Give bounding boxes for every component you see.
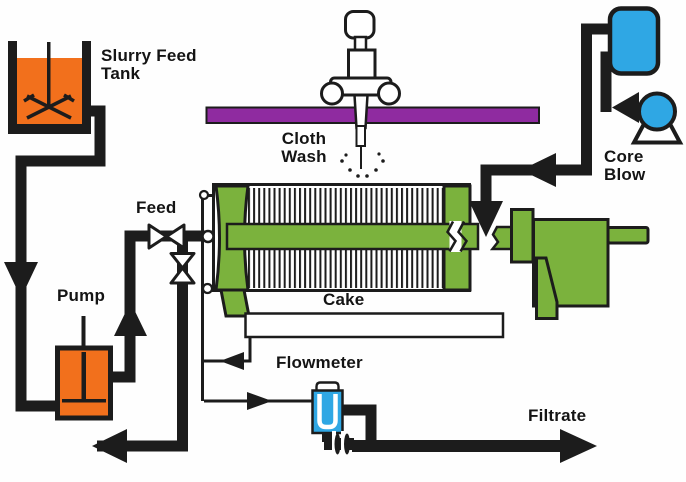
- core-blow-unit: [607, 6, 684, 145]
- flowmeter-u-tube: [317, 394, 338, 430]
- label-cloth-wash: Cloth Wash: [281, 129, 327, 166]
- label-pump: Pump: [57, 286, 106, 305]
- arrow-down-tank-line: [4, 262, 38, 298]
- spray-dots: [340, 152, 385, 178]
- air-receiver-vessel: [607, 6, 661, 76]
- trolley-wheel-right: [377, 81, 401, 106]
- drain-valve: [169, 252, 196, 285]
- arrow-down-core-blow: [469, 201, 503, 237]
- arrow-left-compressor: [612, 92, 639, 123]
- wash-nozzle: [353, 93, 369, 130]
- closing-ram: [489, 208, 650, 320]
- pump-rod: [81, 316, 86, 352]
- cloth-wash-rail: [205, 106, 540, 124]
- arrow-left-tray-drain: [220, 352, 244, 370]
- trolley-knob: [344, 10, 376, 40]
- pump-unit: [55, 316, 113, 421]
- wash-needle: [355, 125, 366, 147]
- ram-foot: [535, 256, 559, 320]
- flowmeter-cap: [315, 381, 340, 393]
- label-flowmeter: Flowmeter: [276, 353, 363, 372]
- ram-shaft: [606, 226, 650, 245]
- press-center-bar: [225, 222, 480, 251]
- label-slurry-feed-tank: Slurry Feed Tank: [101, 46, 197, 83]
- cloth-wash-trolley: [320, 10, 401, 178]
- feed-inlet-port: [201, 229, 215, 244]
- press-head-foot: [219, 288, 251, 318]
- pipe-network: [15, 23, 613, 452]
- plate-pack-bottom: [246, 249, 444, 288]
- frame-pin-bottom: [201, 282, 214, 295]
- filter-press: [198, 183, 480, 318]
- flowmeter-unit: [311, 381, 354, 456]
- label-filtrate: Filtrate: [528, 406, 587, 425]
- arrow-left-core-blow: [521, 153, 556, 187]
- union-fitting: [334, 433, 341, 455]
- plate-pack-top: [246, 188, 444, 224]
- trolley-body: [347, 48, 377, 81]
- feed-valve: [147, 223, 186, 250]
- arrow-right-to-flowmeter: [247, 392, 272, 410]
- ram-flange: [510, 208, 535, 264]
- ram-rod: [489, 225, 515, 251]
- agitator-shaft: [47, 42, 51, 108]
- label-cake: Cake: [323, 290, 365, 309]
- label-core-blow: Core Blow: [604, 147, 646, 184]
- label-feed: Feed: [136, 198, 177, 217]
- slurry-feed-tank: [8, 41, 91, 134]
- frame-pin-top: [198, 189, 210, 201]
- arrow-left-drain: [92, 429, 127, 463]
- trolley-wheel-left: [320, 81, 344, 106]
- arrow-up-pump-riser: [114, 302, 147, 336]
- compressor: [637, 91, 677, 132]
- flow-arrows: [4, 92, 639, 463]
- cake-tray: [244, 312, 505, 339]
- arrow-right-filtrate: [560, 429, 597, 463]
- agitator-impeller: [23, 93, 75, 120]
